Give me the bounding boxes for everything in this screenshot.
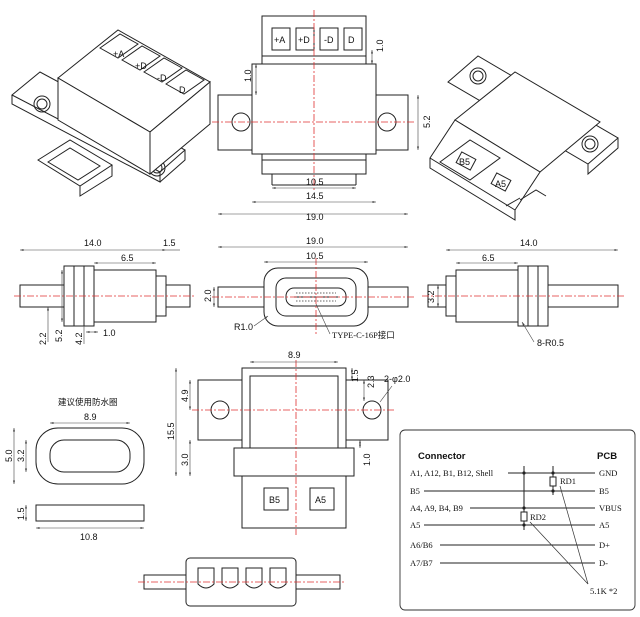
schematic-left-b5: B5 [410, 486, 420, 496]
schematic-left-gnd: A1, A12, B1, B12, Shell [410, 468, 494, 478]
schematic-box: Connector PCB A1, A12, B1, B12, Shell GN… [399, 429, 636, 611]
front-dim-r1-0: R1.0 [234, 322, 253, 332]
top-dim-10-5: 10.5 [306, 177, 324, 187]
side-left-dim-2-2: 2.2 [38, 332, 48, 345]
side-left-dim-4-2: 4.2 [74, 332, 84, 345]
iso-pin-label-1: +A [113, 49, 124, 59]
schematic-right-b5: B5 [599, 486, 609, 496]
bottom-dim-2-3: 2.3 [366, 375, 376, 388]
gasket-dim-1-5: 1.5 [16, 507, 26, 520]
iso-pin-label-4: D [179, 85, 186, 95]
schematic-right-gnd: GND [599, 468, 617, 478]
schematic-pcb-title: PCB [597, 451, 617, 462]
top-dim-5-2: 5.2 [422, 115, 432, 128]
side-left-dim-14-0: 14.0 [84, 238, 102, 248]
gasket-dim-10-8: 10.8 [80, 532, 98, 542]
bottom-dim-15-5: 15.5 [166, 422, 176, 440]
bottom-label-a5: A5 [315, 495, 326, 505]
bottom-label-b5: B5 [269, 495, 280, 505]
side-left-dim-1-5: 1.5 [163, 238, 176, 248]
schematic-rd2-label: RD2 [530, 512, 546, 522]
side-left-dim-6-5: 6.5 [121, 253, 134, 263]
bottom-dim-8-9: 8.9 [288, 350, 301, 360]
schematic-connector-title: Connector [418, 451, 466, 462]
top-dim-14-5: 14.5 [306, 191, 324, 201]
rear-view [138, 557, 346, 607]
front-dim-19-0: 19.0 [306, 236, 324, 246]
top-pin-label-2: +D [298, 35, 310, 45]
top-dim-1-0-left: 1.0 [243, 69, 253, 82]
schematic-rd1-label: RD1 [560, 476, 576, 486]
schematic-left-vbus: A4, A9, B4, B9 [410, 503, 463, 513]
schematic-resistor-note: 5.1K *2 [590, 586, 617, 596]
front-view: 19.0 10.5 2.0 R1.0 TYPE-C-16P接口 [203, 236, 415, 340]
iso-label-b5: B5 [459, 157, 470, 167]
side-left-dim-5-2: 5.2 [54, 329, 64, 342]
gasket-dim-5-0: 5.0 [4, 449, 14, 462]
iso-label-a5: A5 [495, 179, 506, 189]
resistor-rd2 [520, 511, 528, 522]
schematic-left-dminus: A7/B7 [410, 558, 433, 568]
bottom-dim-hole: 2-φ2.0 [384, 374, 410, 384]
bottom-dim-1-5: 1.5 [350, 369, 360, 382]
gasket-title: 建议使用防水圈 [58, 397, 118, 407]
gasket-dim-3-2: 3.2 [16, 449, 26, 462]
bottom-dim-4-9: 4.9 [180, 389, 190, 402]
front-dim-10-5: 10.5 [306, 251, 324, 261]
side-right-dim-3-2: 3.2 [426, 290, 436, 303]
iso-pin-label-3: -D [157, 73, 167, 83]
side-view-left: 14.0 1.5 6.5 2.2 5.2 4.2 1.0 [14, 238, 196, 345]
iso-view-left: +A +D -D D [11, 29, 211, 197]
side-right-dim-r0-5: 8-R0.5 [537, 338, 564, 348]
top-pin-label-1: +A [274, 35, 285, 45]
top-pin-label-3: -D [324, 35, 334, 45]
schematic-right-a5: A5 [599, 520, 609, 530]
bottom-view: B5 A5 8.9 1.5 2.3 2-φ2.0 4.9 15.5 3.0 1.… [166, 350, 410, 535]
side-view-right: 14.0 6.5 3.2 8-R0.5 [422, 238, 624, 348]
top-dim-1-0-right: 1.0 [375, 39, 385, 52]
top-pin-label-4: D [348, 35, 355, 45]
side-right-dim-6-5: 6.5 [482, 253, 495, 263]
resistor-rd1 [549, 476, 557, 487]
bottom-dim-1-0: 1.0 [362, 453, 372, 466]
schematic-left-a5: A5 [410, 520, 420, 530]
schematic-left-dplus: A6/B6 [410, 540, 433, 550]
iso-pin-blocks: +A +D -D D [99, 33, 205, 95]
side-right-dim-14-0: 14.0 [520, 238, 538, 248]
schematic-right-dplus: D+ [599, 540, 610, 550]
front-dim-2-0: 2.0 [203, 289, 213, 302]
gasket-dim-8-9: 8.9 [84, 412, 97, 422]
schematic-right-dminus: D- [599, 558, 608, 568]
front-callout-typec: TYPE-C-16P接口 [332, 330, 395, 340]
iso-pin-label-2: +D [135, 61, 147, 71]
top-dim-19-0: 19.0 [306, 212, 324, 222]
top-view: +A +D -D D 1.0 1.0 5.2 10.5 14.5 19.0 [212, 10, 432, 222]
schematic-right-vbus: VBUS [599, 503, 622, 513]
gasket-view: 建议使用防水圈 8.9 5.0 3.2 1.5 10.8 [4, 397, 145, 542]
side-left-dim-1-0: 1.0 [103, 328, 116, 338]
bottom-dim-3-0: 3.0 [180, 453, 190, 466]
iso-view-right: B5 A5 [429, 55, 619, 221]
